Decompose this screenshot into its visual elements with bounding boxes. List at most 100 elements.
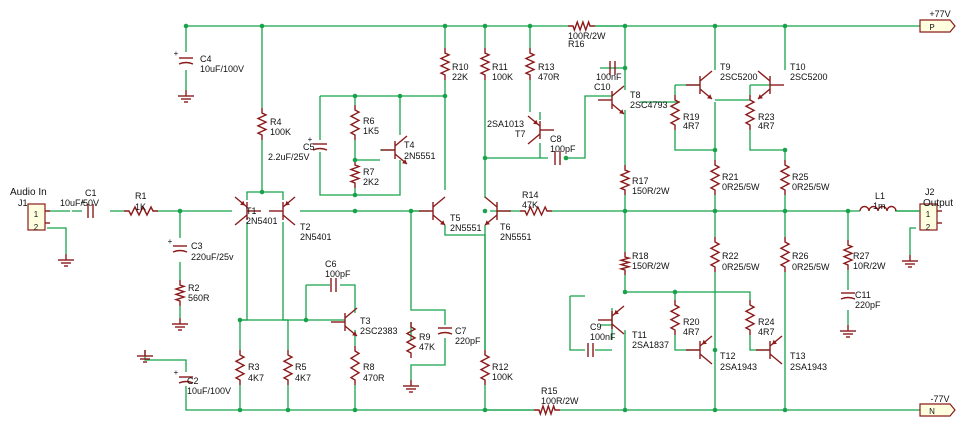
- value-R8: 470R: [363, 373, 385, 383]
- ref-C9: C9: [590, 322, 602, 332]
- junction-dot: [397, 93, 403, 99]
- value-C2: 10uF/100V: [187, 386, 231, 396]
- j2-title: Output: [923, 198, 953, 209]
- wire: [640, 84, 785, 151]
- resistor-R11: [479, 48, 491, 80]
- ground-symbol: [902, 255, 918, 268]
- ref-R9: R9: [419, 332, 431, 342]
- ground-symbol: [58, 254, 74, 267]
- ref-C11: C11: [855, 290, 871, 300]
- ref-R23: R23: [758, 112, 775, 122]
- junction-dot: [177, 208, 183, 214]
- resistor-R12: [479, 350, 491, 385]
- value-R12: 100K: [492, 372, 513, 382]
- value-C8: 100pF: [550, 144, 576, 154]
- resistor-R9: [405, 322, 417, 358]
- ref-C1: C1: [85, 188, 97, 198]
- ref-R7: R7: [363, 167, 375, 177]
- ref-R4: R4: [270, 117, 282, 127]
- wire: [529, 26, 612, 159]
- value-R17: 150R/2W: [632, 186, 670, 196]
- ref-C6: C6: [325, 259, 337, 269]
- transistor-T5: [419, 196, 446, 226]
- j2-pin-2: 2: [926, 223, 931, 232]
- ref-R18: R18: [632, 251, 649, 261]
- capacitor-C6: [330, 278, 337, 292]
- ref-T10: T10: [790, 62, 806, 72]
- ref-R14: R14: [522, 190, 539, 200]
- ref-C7: C7: [455, 326, 467, 336]
- capacitor-C2: [178, 376, 194, 384]
- junction-dot: [303, 317, 309, 323]
- capacitor-C8: [554, 151, 561, 165]
- junction-dot: [352, 93, 358, 99]
- polarity-mark-C3: +: [168, 237, 173, 246]
- junction-dot: [782, 407, 788, 413]
- resistor-R3: [234, 350, 246, 385]
- value-T2: 2N5401: [300, 232, 332, 242]
- transistor-T7: [527, 115, 554, 145]
- ground-symbol: [403, 380, 419, 393]
- resistor-R8: [349, 346, 361, 385]
- ref-C10: C10: [594, 82, 611, 92]
- ref-T9: T9: [720, 62, 731, 72]
- ref-R17: R17: [632, 176, 649, 186]
- value-R3: 4K7: [248, 373, 264, 383]
- j1-pin-2: 2: [34, 223, 39, 232]
- ref-R11: R11: [492, 62, 508, 72]
- connector-J2: [919, 203, 942, 231]
- capacitor-C1: [87, 204, 94, 218]
- value-T5: 2N5551: [450, 223, 482, 233]
- ref-T8: T8: [630, 90, 641, 100]
- connector-J1: [27, 203, 50, 231]
- junction-dot: [237, 407, 243, 413]
- wire: [319, 95, 445, 196]
- junction-dot: [183, 23, 189, 29]
- ref-C8: C8: [550, 134, 562, 144]
- transistor-T9: [686, 70, 713, 100]
- value-R22: 0R25/5W: [722, 262, 760, 272]
- ref-R10: R10: [452, 62, 469, 72]
- capacitor-C4: [178, 57, 194, 65]
- value-R21: 0R25/5W: [722, 182, 760, 192]
- junction-dot: [712, 208, 718, 214]
- junction-dot: [527, 23, 533, 29]
- resistor-R1: [124, 205, 158, 217]
- value-R11: 100K: [492, 72, 513, 82]
- transistor-T3: [331, 307, 358, 337]
- junction-dot: [285, 407, 291, 413]
- value-C9: 100nF: [590, 332, 616, 342]
- ref-T13: T13: [790, 351, 806, 361]
- value-R26: 0R25/5W: [792, 262, 830, 272]
- polarity-mark-C2: +: [174, 368, 179, 377]
- junction-dot: [622, 289, 628, 295]
- resistor-R19: [669, 95, 681, 130]
- junction-dot: [352, 407, 358, 413]
- transistor-T13: [756, 335, 783, 365]
- junction-dot: [622, 208, 628, 214]
- value-C1: 10uF/50V: [60, 198, 99, 208]
- junction-dot: [622, 23, 628, 29]
- junction-dot: [712, 147, 718, 153]
- ref-C2: C2: [187, 376, 199, 386]
- value-T13: 2SA1943: [790, 362, 827, 372]
- resistor-R23: [744, 95, 756, 130]
- rail-label-pos: +77V: [929, 9, 950, 19]
- polarity-mark-C5: +: [308, 135, 313, 144]
- value-T1: 2N5401: [246, 216, 278, 226]
- value-C6: 100pF: [325, 269, 351, 279]
- value-T9: 2SC5200: [720, 72, 758, 82]
- ground-symbol: [137, 350, 153, 363]
- junction-dot: [482, 208, 488, 214]
- ref-R3: R3: [248, 362, 260, 372]
- resistor-R25: [779, 160, 791, 195]
- transistor-T4: [381, 135, 408, 165]
- ref-R13: R13: [538, 62, 555, 72]
- wire: [595, 25, 626, 90]
- junction-dot: [712, 23, 718, 29]
- value-R24: 4R7: [758, 327, 775, 337]
- junction-dot: [259, 189, 265, 195]
- junction-dot: [408, 208, 414, 214]
- value-R2: 560R: [188, 293, 210, 303]
